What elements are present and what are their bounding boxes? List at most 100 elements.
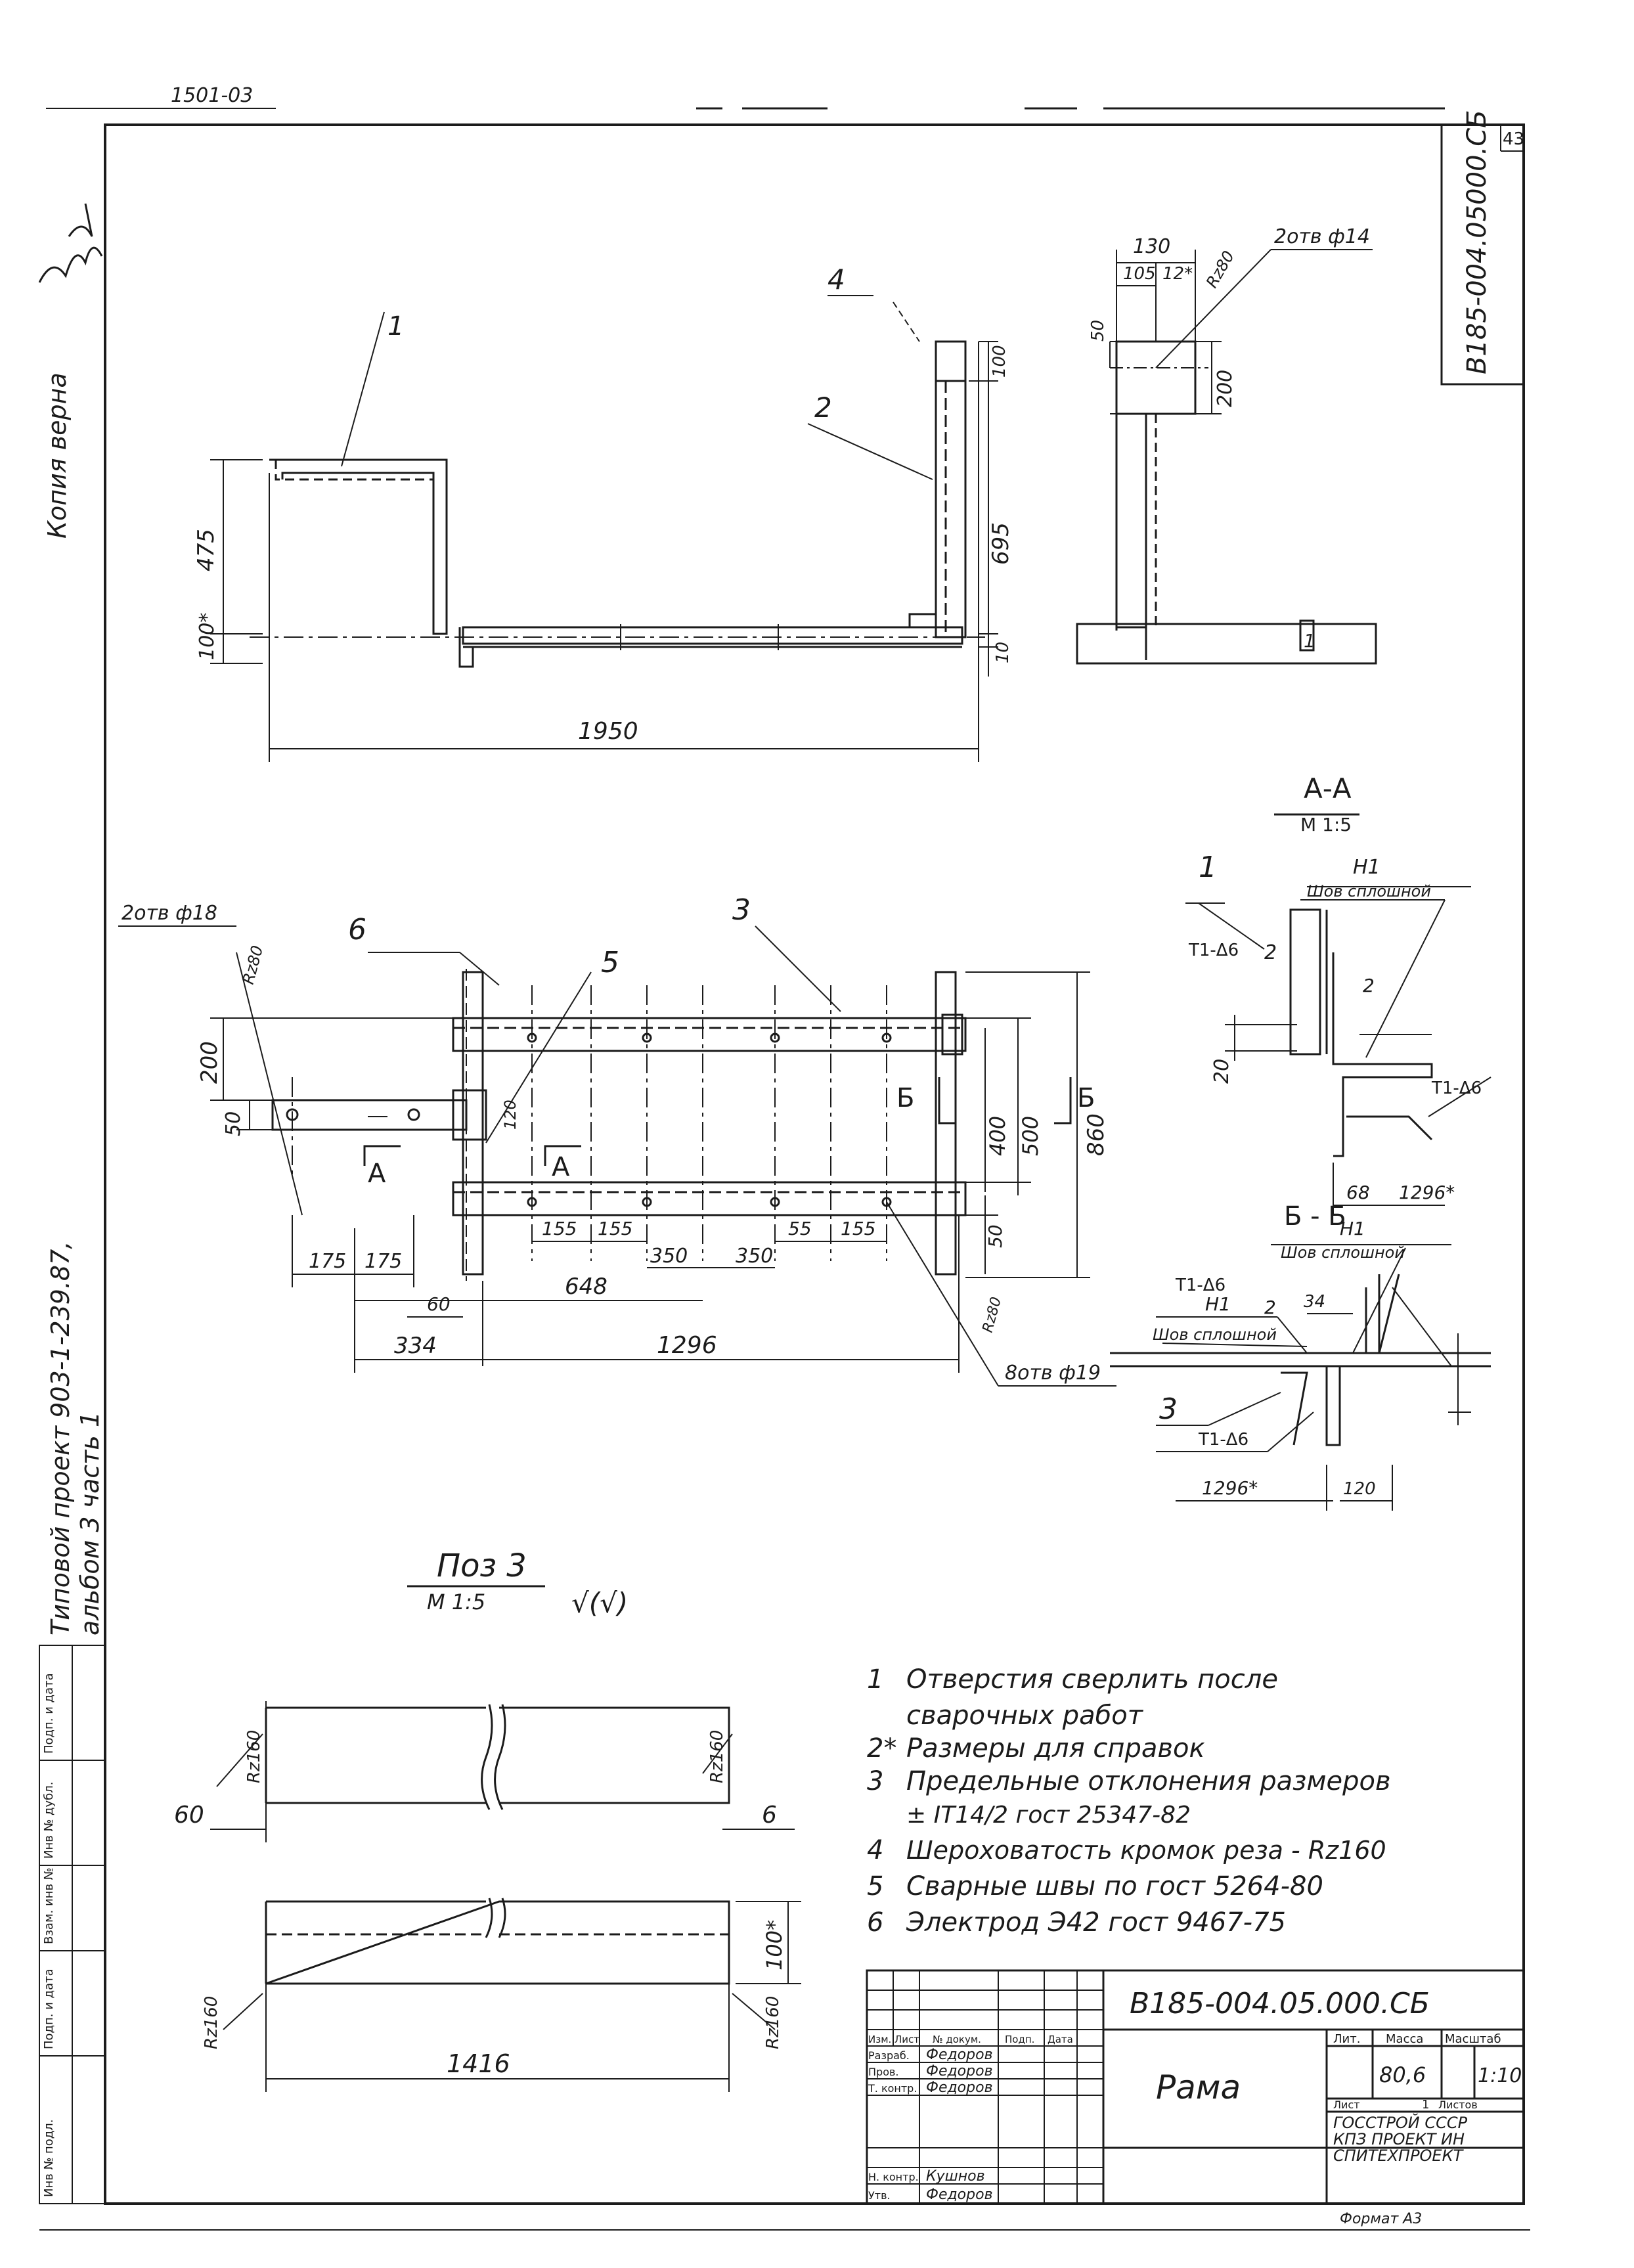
note-text-4: Шероховатость кромок реза - Rz160 — [906, 1836, 1386, 1865]
bb-dim-120: 120 — [1343, 1479, 1376, 1499]
copy-signature — [38, 203, 103, 283]
plan-dim-350b: 350 — [736, 1245, 773, 1268]
note-text-5: Сварные швы по гост 5264-80 — [906, 1871, 1323, 1901]
aa-weld-sym: Н1 — [1353, 856, 1380, 879]
plan-dim-60: 60 — [427, 1293, 451, 1315]
plan-hole-note-right: 8отв ф19 — [1005, 1362, 1101, 1385]
tb-row-utv: Утв. — [868, 2189, 891, 2202]
aa-scale: М 1:5 — [1300, 814, 1352, 835]
front-dim-100: 100* — [196, 613, 219, 660]
tb-mass: 80,6 — [1379, 2062, 1426, 2087]
bb-t1-bottom: Т1-Δ6 — [1198, 1430, 1248, 1450]
tb-person-2: Федоров — [926, 2063, 993, 2079]
side-dim-50: 50 — [1088, 320, 1108, 342]
project-text-1: Типовой проект 903-1-239.87, — [46, 1241, 75, 1635]
top-code: 1501-03 — [171, 84, 253, 107]
plan-dim-350a: 350 — [650, 1245, 688, 1268]
front-dim-1950: 1950 — [578, 718, 638, 745]
plan-section-b-right: Б — [1077, 1083, 1095, 1113]
front-dim-475: 475 — [193, 529, 219, 571]
poz3-rz-2: Rz160 — [707, 1730, 727, 1783]
poz3-dim-1416: 1416 — [447, 2049, 510, 2078]
poz3-dim-6: 6 — [762, 1802, 777, 1829]
poz3-roughness: √(√) — [571, 1587, 628, 1619]
aa-dim-1296: 1296* — [1399, 1182, 1455, 1203]
plan-dim-175a: 175 — [309, 1250, 346, 1273]
tb-scale-header: Масштаб — [1445, 2032, 1501, 2046]
sheet-number: 43 — [1503, 129, 1524, 149]
plan-dim-55: 55 — [788, 1218, 812, 1239]
plan-view — [118, 925, 1116, 1387]
note-text-6: Электрод Э42 гост 9467-75 — [906, 1907, 1286, 1938]
side-view — [1076, 249, 1377, 665]
plan-pos-5: 5 — [601, 946, 619, 979]
tb-lit-header: Лит. — [1333, 2032, 1360, 2046]
aa-pos-1: 1 — [1199, 851, 1217, 884]
front-dim-10: 10 — [993, 642, 1013, 663]
plan-dim-50: 50 — [222, 1111, 245, 1136]
tb-scale: 1:10 — [1478, 2064, 1522, 2087]
section-aa — [1185, 813, 1491, 1215]
section-bb — [1110, 1244, 1491, 1511]
bb-dim-34: 34 — [1304, 1292, 1325, 1312]
tb-footer: Формат А3 — [1340, 2211, 1422, 2227]
tb-col-date: Дата — [1048, 2034, 1073, 2045]
aa-weld-text: Шов сплошной — [1307, 882, 1431, 901]
plan-dim-155a: 155 — [542, 1218, 577, 1239]
tb-org-2: КПЗ ПРОЕКТ ИН — [1333, 2130, 1465, 2148]
tb-org-1: ГОССТРОЙ СССР — [1333, 2113, 1468, 2132]
tb-org-3: СПИТЕХПРОЕКТ — [1333, 2146, 1465, 2165]
side-code: В185-004.05000.СБ — [1462, 110, 1492, 374]
aa-title: А-А — [1304, 772, 1352, 805]
tb-name: Рама — [1156, 2068, 1241, 2106]
strip-label-2: Подп. и дата — [42, 1968, 56, 2049]
plan-dim-500: 500 — [1018, 1116, 1043, 1156]
poz3-views — [210, 1585, 801, 2092]
tb-code: В185-004.05.000.СБ — [1130, 1987, 1430, 2020]
side-dim-200: 200 — [1214, 370, 1237, 407]
side-dim-12: 12* — [1162, 264, 1193, 284]
sheet-frame — [39, 107, 1530, 2231]
tb-sheet-label: Лист — [1333, 2099, 1360, 2111]
note-text-3: Предельные отклонения размеров — [906, 1766, 1391, 1796]
aa-t1-right: Т1-Δ6 — [1431, 1078, 1482, 1098]
plan-rz80-left: Rz80 — [239, 944, 267, 987]
plan-section-a-right: А — [552, 1152, 570, 1182]
plan-dim-200: 200 — [196, 1041, 223, 1084]
strip-label-5: Подп. и дата — [42, 1673, 56, 1754]
copy-text: Копия верна — [43, 372, 72, 539]
front-pos-2: 2 — [814, 391, 832, 424]
poz3-rz-4: Rz160 — [763, 1996, 783, 2049]
tb-person-6: Федоров — [926, 2187, 993, 2203]
note-num-5: 5 — [867, 1871, 883, 1901]
side-rz80: Rz80 — [1203, 248, 1238, 291]
left-strip — [39, 1645, 106, 2204]
front-dim-695: 695 — [988, 522, 1014, 565]
bb-dim-1296: 1296* — [1202, 1477, 1258, 1499]
tb-row-prov: Пров. — [868, 2066, 899, 2078]
strip-label-1: Инв № подл. — [42, 2120, 56, 2197]
plan-dim-648: 648 — [565, 1274, 607, 1300]
front-pos-1: 1 — [387, 311, 404, 342]
note-num-2: 2* — [867, 1733, 896, 1764]
poz3-rz-3: Rz160 — [202, 1996, 221, 2049]
aa-t1-left: Т1-Δ6 — [1188, 941, 1239, 960]
aa-dim-20: 20 — [1210, 1059, 1233, 1084]
tb-row-tkontr: Т. контр. — [868, 2082, 917, 2095]
tb-row-nkontr: Н. контр. — [868, 2171, 919, 2183]
bb-weld-text-2: Шов сплошной — [1153, 1325, 1277, 1344]
aa-num-2: 2 — [1264, 941, 1277, 964]
note-text-1: Отверстия сверлить после — [906, 1664, 1278, 1695]
plan-dim-50b: 50 — [984, 1224, 1006, 1248]
tb-col-izm: Изм. — [868, 2034, 891, 2045]
plan-dim-120: 120 — [501, 1100, 519, 1130]
plan-dim-860: 860 — [1083, 1113, 1109, 1156]
bb-pos-3: 3 — [1159, 1392, 1178, 1426]
plan-dim-334: 334 — [394, 1333, 437, 1359]
bb-weld-sym: Н1 — [1340, 1218, 1365, 1239]
note-text-2: Размеры для справок — [906, 1733, 1205, 1764]
tb-col-list: Лист — [894, 2034, 919, 2045]
note-num-6: 6 — [867, 1907, 883, 1938]
note-num-3: 3 — [867, 1766, 883, 1796]
front-view — [210, 295, 998, 762]
